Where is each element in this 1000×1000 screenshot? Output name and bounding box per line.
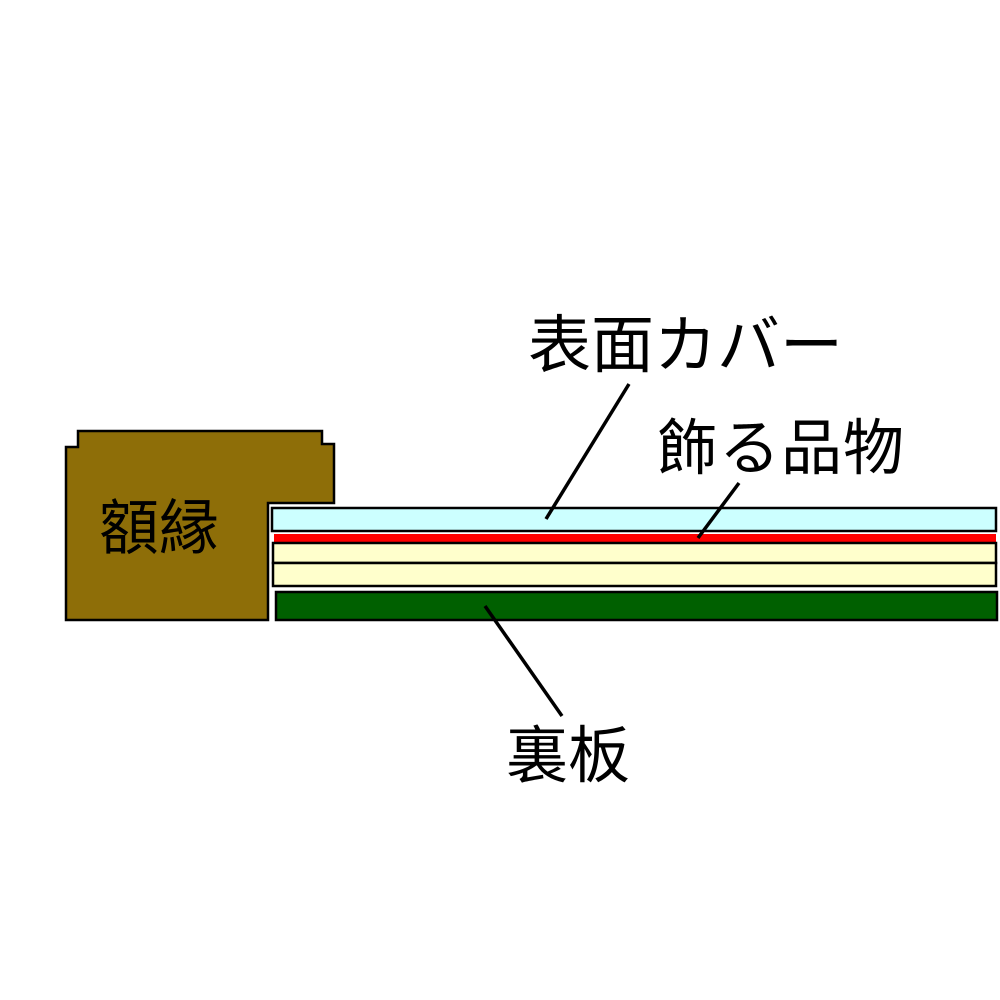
surface-cover-label: 表面カバー: [528, 311, 843, 381]
back-board-label: 裏板: [506, 722, 631, 791]
back-board-leader-line: [483, 604, 564, 718]
frame-profile-shape: [64, 429, 336, 622]
surface-cover-leader-line: [544, 383, 631, 520]
display-item-label: 飾る品物: [657, 414, 906, 482]
back-board-layer: [274, 590, 999, 622]
display-item-leader-line: [696, 481, 741, 540]
display-item-layer: [274, 534, 996, 543]
mat-layer-lower: [271, 561, 998, 588]
mat-layer-upper: [271, 541, 998, 565]
frame-label: 額縁: [99, 495, 219, 562]
surface-cover-layer: [270, 506, 998, 533]
